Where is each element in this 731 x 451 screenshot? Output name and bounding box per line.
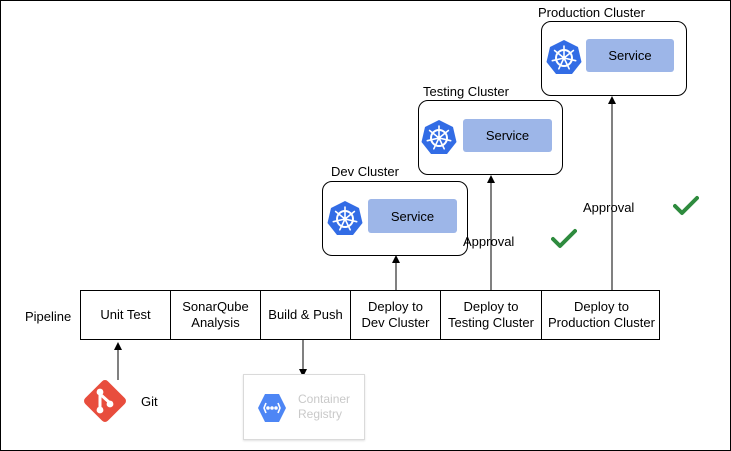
container-registry: Container Registry xyxy=(243,374,365,440)
production-cluster: Service xyxy=(541,21,687,96)
dev-cluster-title: Dev Cluster xyxy=(331,164,399,179)
stage-deploy-dev: Deploy to Dev Cluster xyxy=(351,291,441,339)
stage-unit-test: Unit Test xyxy=(81,291,171,339)
production-cluster-title: Production Cluster xyxy=(538,5,645,20)
kubernetes-icon xyxy=(421,120,457,154)
stage-deploy-testing: Deploy to Testing Cluster xyxy=(441,291,542,339)
stage-deploy-production: Deploy to Production Cluster xyxy=(548,299,655,330)
kubernetes-icon xyxy=(327,201,363,235)
git-label: Git xyxy=(141,394,158,409)
dev-service: Service xyxy=(368,199,457,233)
production-service: Service xyxy=(586,39,674,72)
pipeline-label: Pipeline xyxy=(25,309,72,324)
checkmark-icon xyxy=(673,196,699,215)
pipeline-stages: Unit Test SonarQube Analysis Build & Pus… xyxy=(80,290,660,340)
stage-sonarqube-analysis: SonarQube Analysis xyxy=(171,291,261,339)
container-registry-label: Container Registry xyxy=(298,392,351,421)
dev-cluster: Service xyxy=(322,181,468,256)
testing-cluster-title: Testing Cluster xyxy=(423,84,509,99)
git-icon xyxy=(84,380,126,422)
checkmark-icon xyxy=(551,229,577,248)
testing-service: Service xyxy=(463,119,552,152)
testing-cluster: Service xyxy=(418,100,563,175)
kubernetes-icon xyxy=(546,40,582,74)
stage-build-and-push: Build & Push xyxy=(261,291,351,339)
container-registry-icon xyxy=(258,394,286,422)
testing-approval-label: Approval xyxy=(463,234,515,249)
production-approval-label: Approval xyxy=(583,200,635,215)
